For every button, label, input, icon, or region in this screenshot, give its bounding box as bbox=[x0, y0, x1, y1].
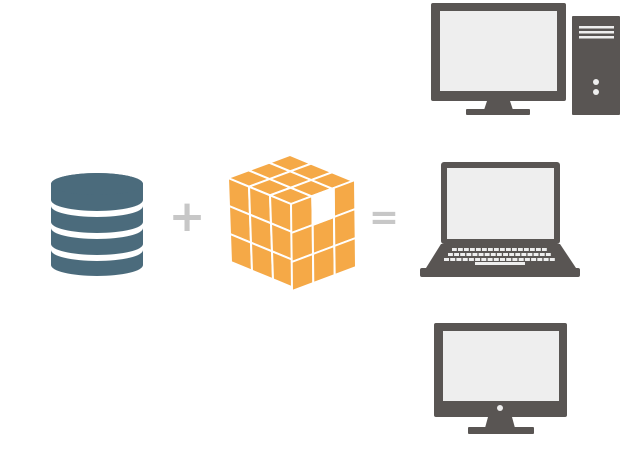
keyboard-key bbox=[530, 248, 535, 251]
keyboard-key bbox=[506, 258, 512, 261]
monitor-icon bbox=[434, 323, 567, 434]
keyboard-key bbox=[482, 248, 487, 251]
keyboard-key bbox=[515, 253, 521, 256]
keyboard-key bbox=[476, 248, 481, 251]
keyboard-key bbox=[478, 253, 484, 256]
keyboard-key bbox=[472, 253, 478, 256]
keyboard-key bbox=[468, 258, 474, 261]
keyboard-key bbox=[500, 248, 505, 251]
keyboard-key bbox=[462, 258, 468, 261]
cube-icon bbox=[227, 154, 357, 292]
database-icon bbox=[51, 173, 143, 276]
equals-sign: = bbox=[369, 197, 399, 238]
plus-sign: + bbox=[169, 191, 206, 242]
keyboard-key bbox=[460, 253, 466, 256]
laptop-icon bbox=[420, 162, 580, 277]
keyboard-key bbox=[509, 253, 515, 256]
keyboard-key bbox=[524, 248, 529, 251]
keyboard-key bbox=[500, 258, 505, 261]
desktop-tower-icon bbox=[431, 3, 620, 115]
keyboard-key bbox=[488, 248, 493, 251]
keyboard-key bbox=[506, 248, 511, 251]
keyboard-key bbox=[464, 248, 469, 251]
keyboard-key bbox=[481, 258, 487, 261]
cube-cell bbox=[333, 237, 357, 276]
keyboard-key bbox=[493, 258, 499, 261]
keyboard-key bbox=[531, 258, 537, 261]
keyboard-key bbox=[512, 248, 517, 251]
keyboard-key bbox=[487, 258, 493, 261]
keyboard-key bbox=[444, 258, 449, 261]
keyboard-key bbox=[458, 248, 463, 251]
keyboard-key bbox=[533, 253, 539, 256]
keyboard-key bbox=[475, 258, 481, 261]
keyboard-key bbox=[539, 253, 545, 256]
keyboard-key bbox=[470, 248, 475, 251]
keyboard-key bbox=[542, 248, 547, 251]
keyboard-key bbox=[512, 258, 518, 261]
keyboard-key bbox=[524, 258, 530, 261]
keyboard-key bbox=[518, 248, 523, 251]
keyboard-key bbox=[518, 258, 524, 261]
keyboard-key bbox=[545, 253, 551, 256]
keyboard-key bbox=[466, 253, 472, 256]
keyboard-key bbox=[450, 258, 456, 261]
keyboard-key bbox=[448, 253, 453, 256]
keyboard-key bbox=[549, 258, 555, 261]
keyboard-key bbox=[490, 253, 496, 256]
keyboard-key bbox=[456, 258, 462, 261]
keyboard-key bbox=[503, 253, 508, 256]
keyboard-key bbox=[527, 253, 533, 256]
keyboard-key bbox=[536, 248, 541, 251]
keyboard-key bbox=[454, 253, 459, 256]
keyboard-key bbox=[543, 258, 549, 261]
cube-notch bbox=[311, 187, 335, 226]
keyboard-key bbox=[521, 253, 527, 256]
keyboard-key bbox=[537, 258, 543, 261]
keyboard-key bbox=[494, 248, 499, 251]
keyboard-key bbox=[484, 253, 490, 256]
keyboard-key bbox=[496, 253, 502, 256]
keyboard-key bbox=[452, 248, 457, 251]
